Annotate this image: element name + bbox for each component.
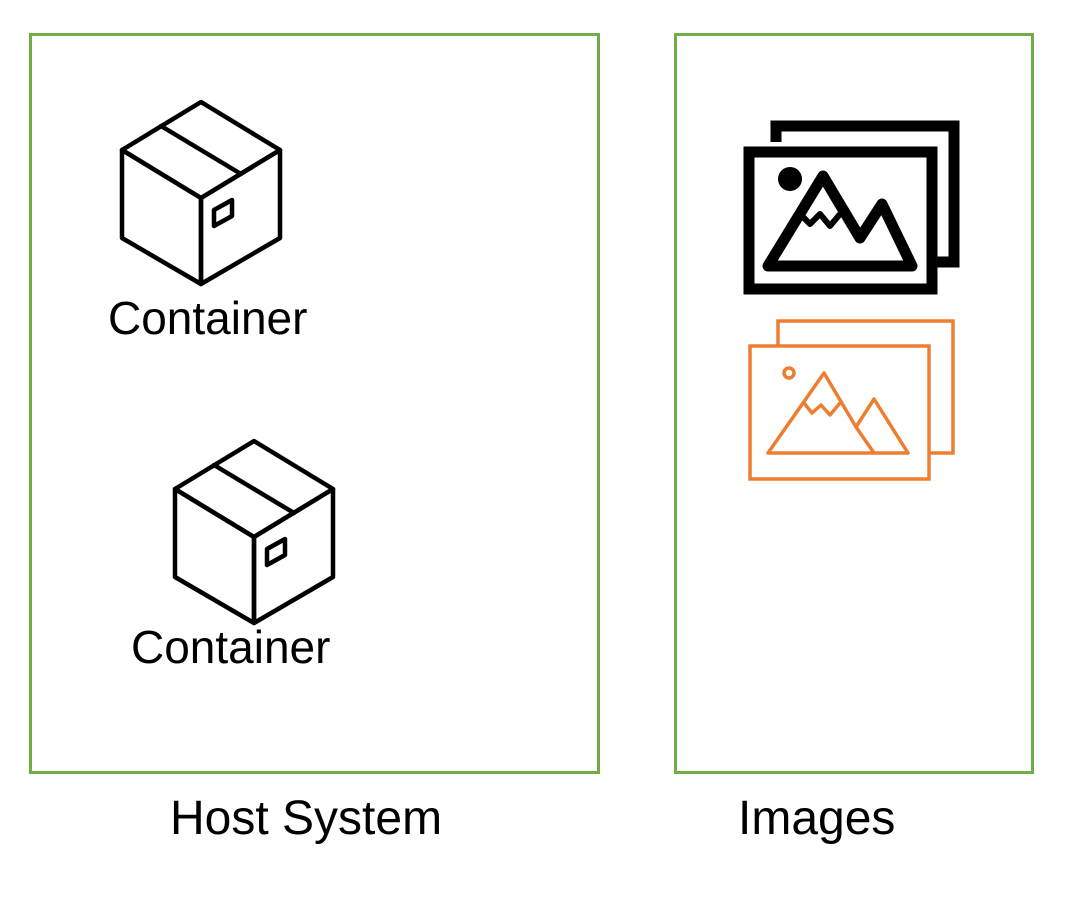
container-label: Container [131,621,331,673]
images-stack-icon [743,120,960,295]
package-box-icon [119,99,283,287]
images-stack-outline-icon [748,319,955,481]
images-caption: Images [738,792,896,845]
host-system-caption: Host System [170,792,443,845]
package-box-icon [172,438,336,626]
container-label: Container [108,292,308,344]
